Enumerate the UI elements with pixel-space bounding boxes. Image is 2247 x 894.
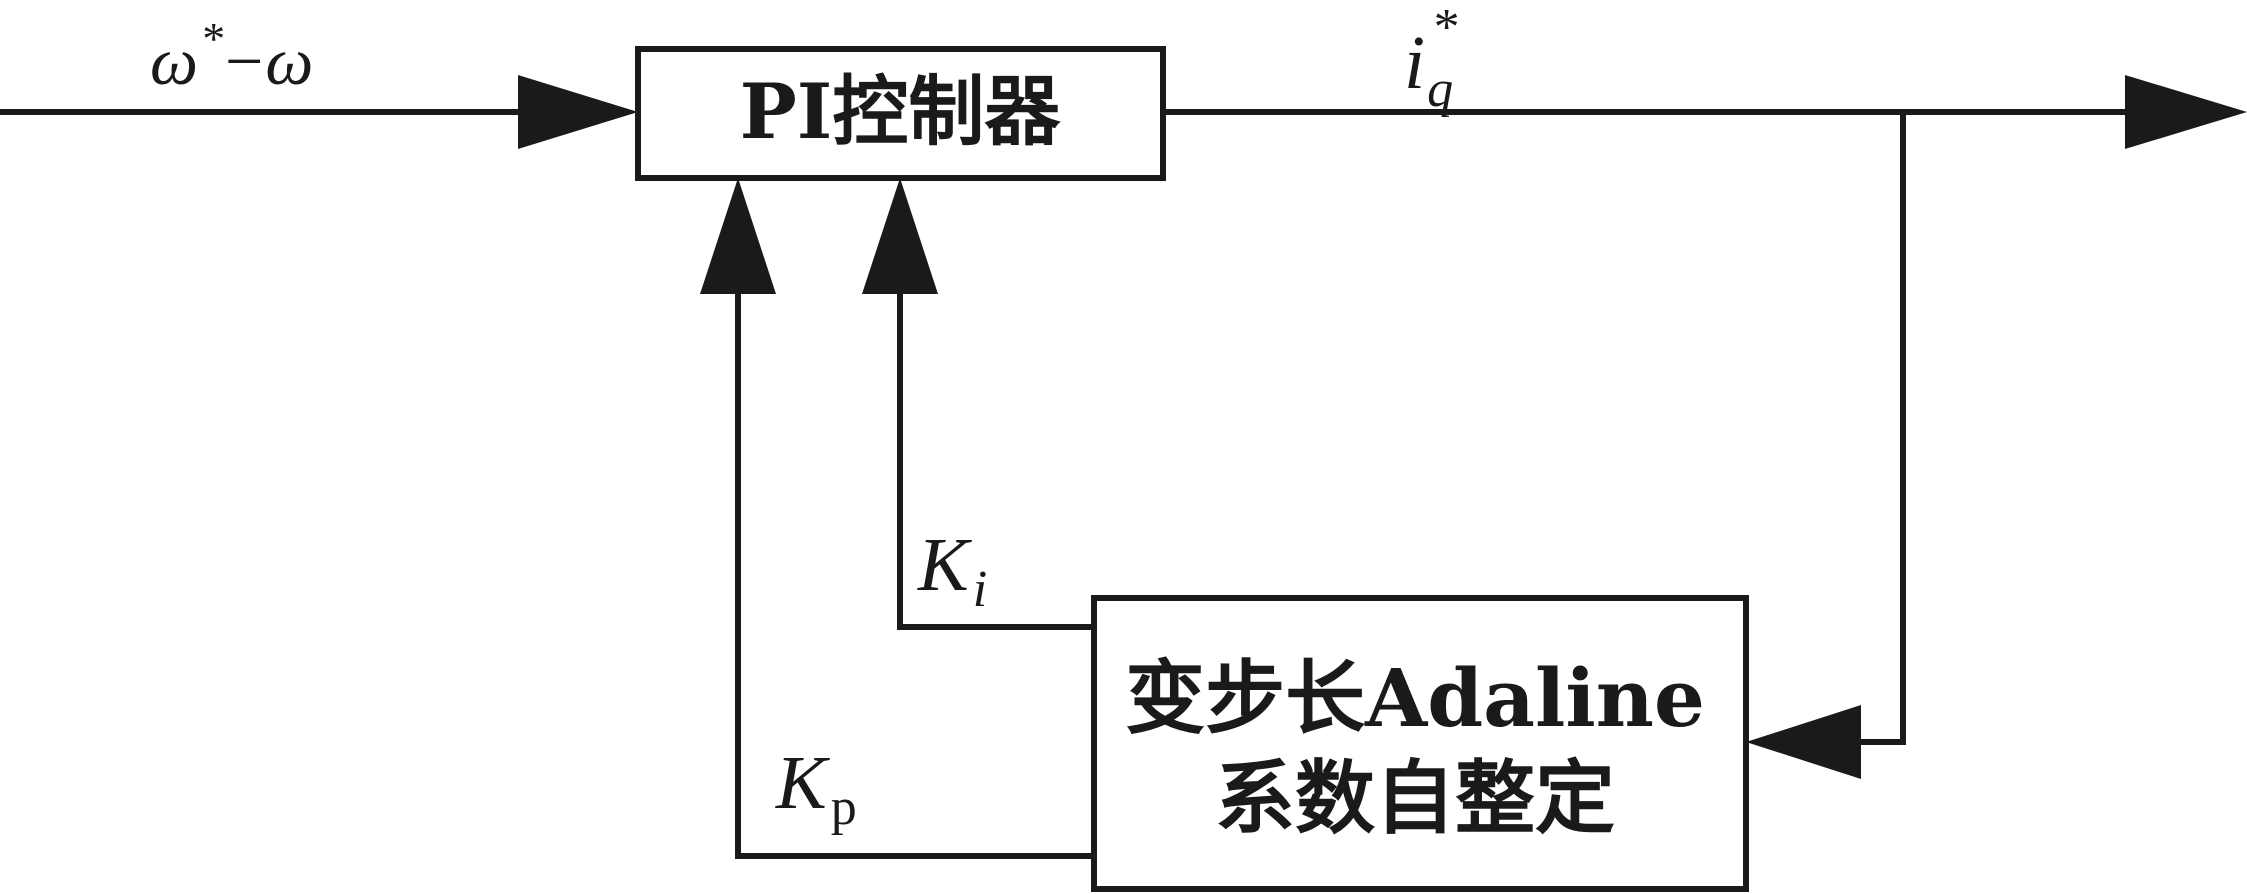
ki-label: Ki bbox=[917, 523, 987, 618]
ki-base: K bbox=[917, 523, 972, 607]
omega-actual-symbol: ω bbox=[265, 23, 313, 99]
iq-subscript: q bbox=[1427, 61, 1453, 118]
kp-label: Kp bbox=[775, 741, 857, 836]
output-signal-label: iq* bbox=[1404, 0, 1457, 118]
kp-path bbox=[700, 178, 1094, 859]
output-arrowhead bbox=[2125, 75, 2247, 149]
iq-base: i bbox=[1404, 21, 1425, 105]
adaline-tuning-block bbox=[1091, 595, 1749, 892]
kp-arrowhead bbox=[700, 178, 776, 294]
feedback-branch bbox=[1746, 112, 1906, 779]
feedback-line bbox=[1850, 112, 1906, 745]
ki-arrowhead bbox=[862, 178, 938, 294]
input-signal bbox=[0, 75, 638, 149]
omega-ref-star: * bbox=[200, 13, 223, 64]
input-arrowhead bbox=[518, 75, 638, 149]
ki-path bbox=[862, 178, 1094, 630]
adaline-block-label-line1: 变步长Adaline bbox=[1125, 651, 1705, 745]
feedback-arrowhead bbox=[1746, 705, 1861, 779]
output-signal bbox=[1163, 75, 2247, 149]
pi-controller-label: PI控制器 bbox=[740, 67, 1062, 156]
kp-base: K bbox=[775, 741, 830, 825]
error-signal-label: ω*−ω bbox=[150, 13, 313, 99]
iq-star: * bbox=[1431, 0, 1457, 56]
minus-operator: − bbox=[225, 23, 263, 99]
kp-line bbox=[735, 285, 1094, 859]
adaline-block-label-line2: 系数自整定 bbox=[1215, 751, 1615, 845]
ki-subscript: i bbox=[973, 561, 987, 618]
kp-subscript: p bbox=[831, 779, 857, 836]
omega-ref-symbol: ω bbox=[150, 23, 198, 99]
ki-line bbox=[897, 285, 1094, 630]
